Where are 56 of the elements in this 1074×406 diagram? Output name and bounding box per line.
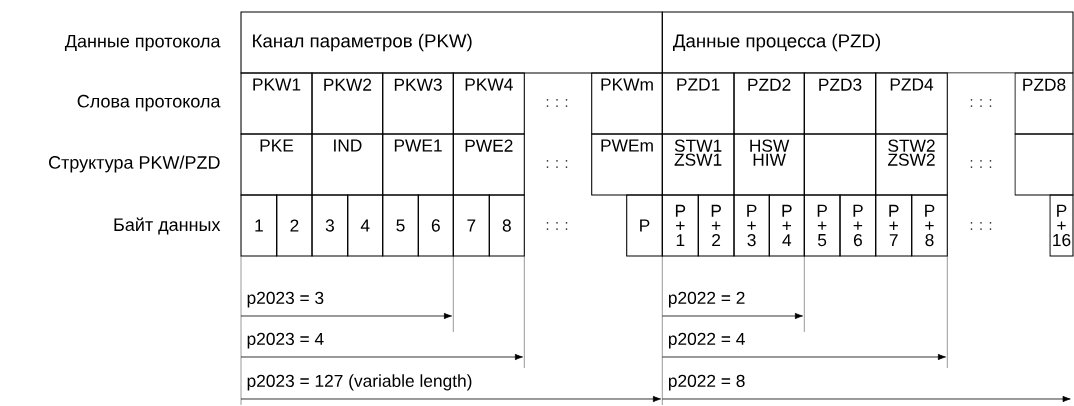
byte-cell: P + 5 <box>803 194 841 257</box>
row-label: Данные протокола <box>64 34 221 52</box>
byte-cell: P + 4 <box>768 194 805 257</box>
ellipsis: : : : <box>970 222 992 230</box>
byte-cell: P + 16 <box>1049 194 1074 257</box>
dimension-label: p2023 = 127 (variable length) <box>247 374 472 391</box>
ellipsis: : : : <box>546 160 568 168</box>
byte-cell: P + 6 <box>839 194 877 257</box>
byte-cell: P + 2 <box>697 194 735 257</box>
byte-cell: 1 <box>240 194 278 257</box>
row-label: Структура PKW/PZD <box>49 155 220 173</box>
word-cell: PZD4 <box>875 72 948 135</box>
byte-cell: 7 <box>452 194 490 257</box>
dimension-label: p2022 = 2 <box>668 291 745 308</box>
ellipsis: : : : <box>546 222 568 230</box>
dimension-label: p2023 = 4 <box>247 332 324 349</box>
byte-cell: P + 3 <box>733 194 770 257</box>
word-cell: PKW2 <box>311 72 384 135</box>
word-cell: PKW4 <box>452 72 525 135</box>
dimension-label: p2023 = 3 <box>247 291 324 308</box>
dimension-label: p2022 = 4 <box>668 332 745 349</box>
word-cell: PKWm <box>591 72 663 135</box>
structure-cell: PWE1 <box>382 133 454 196</box>
byte-cell: 8 <box>488 194 525 257</box>
word-cell: PZD3 <box>803 72 877 135</box>
ellipsis: : : : <box>546 99 568 107</box>
byte-cell: P + 8 <box>911 194 948 257</box>
byte-cell: 3 <box>311 194 349 257</box>
row-label: Слова протокола <box>77 94 221 112</box>
word-cell: PZD8 <box>1014 72 1074 135</box>
ellipsis: : : : <box>970 99 992 107</box>
structure-cell: PWEm <box>591 133 663 196</box>
word-cell: PKW1 <box>240 72 313 135</box>
structure-cell: STW1 ZSW1 <box>661 133 735 196</box>
structure-cell: PWE2 <box>452 133 525 196</box>
dimension-label: p2022 = 8 <box>668 374 745 391</box>
byte-cell: P <box>626 194 663 257</box>
byte-cell: 5 <box>382 194 419 257</box>
byte-cell: 2 <box>276 194 313 257</box>
structure-cell: IND <box>311 133 384 196</box>
word-cell: PZD1 <box>661 72 735 135</box>
structure-cell <box>1014 133 1074 196</box>
structure-cell: HSW HIW <box>733 133 805 196</box>
byte-cell: 6 <box>417 194 454 257</box>
byte-cell: P + 7 <box>875 194 913 257</box>
structure-cell: PKE <box>240 133 313 196</box>
section-header-cell: Канал параметров (PKW) <box>240 11 663 74</box>
byte-cell: 4 <box>347 194 384 257</box>
ellipsis: : : : <box>970 160 992 168</box>
section-header-cell: Данные процесса (PZD) <box>661 11 1074 74</box>
structure-cell <box>803 133 877 196</box>
word-cell: PKW3 <box>382 72 454 135</box>
word-cell: PZD2 <box>733 72 805 135</box>
structure-cell: STW2 ZSW2 <box>875 133 948 196</box>
row-label: Байт данных <box>114 217 221 235</box>
byte-cell: P + 1 <box>661 194 699 257</box>
